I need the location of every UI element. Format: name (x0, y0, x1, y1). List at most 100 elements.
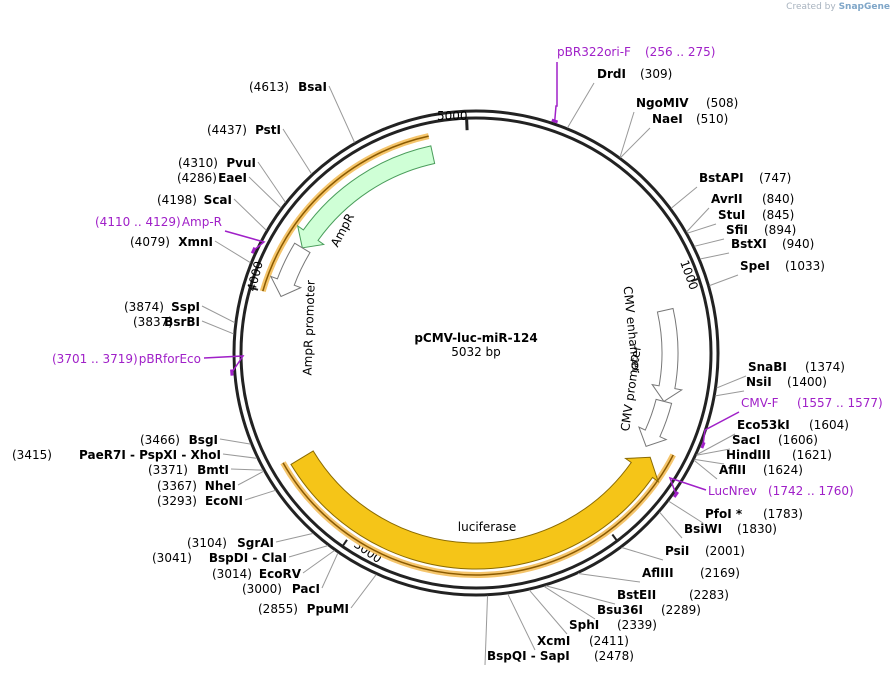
site-position: (3874) (124, 300, 164, 314)
tick-label-5000: 5000 (437, 109, 468, 123)
site-leader-25 (321, 552, 339, 589)
site-name: BsiWI (684, 522, 722, 536)
site-position: (1830) (737, 522, 777, 536)
tick-label-1000: 1000 (677, 258, 701, 291)
tick-mark-3000 (342, 539, 348, 547)
primer-leader-1 (224, 230, 266, 251)
site-leader-27 (288, 545, 329, 558)
site-position: (1621) (792, 448, 832, 462)
snapgene-credit: Created by SnapGene (786, 2, 890, 12)
primer-range: (3701 .. 3719) (52, 352, 138, 366)
site-name: BmtI (197, 463, 229, 477)
site-name: BspQI - SapI (487, 649, 570, 663)
site-position: (3837) (133, 315, 173, 329)
primer-name: LucNrev (708, 484, 757, 498)
site-position: (1374) (805, 360, 845, 374)
primer-range: (1742 .. 1760) (768, 484, 854, 498)
site-leader-8 (709, 274, 739, 287)
site-leader-15 (668, 500, 704, 524)
site-position: (3014) (212, 567, 252, 581)
site-name: SnaBI (748, 360, 787, 374)
site-leader-37 (233, 198, 267, 231)
site-leader-6 (694, 238, 725, 247)
site-leader-33 (219, 438, 251, 445)
site-leader-2 (620, 127, 651, 158)
site-leader-30 (237, 470, 264, 486)
site-position: (2169) (700, 566, 740, 580)
site-leader-19 (545, 585, 616, 605)
site-position: (3415) (12, 448, 52, 462)
site-name: AflIII (642, 566, 674, 580)
site-name: Bsu36I (597, 603, 643, 617)
plasmid-size: 5032 bp (451, 345, 501, 359)
site-leader-32 (222, 453, 258, 459)
site-position: (1606) (778, 433, 818, 447)
site-name: XmnI (178, 235, 213, 249)
site-position: (2289) (661, 603, 701, 617)
site-name: PsiI (665, 544, 689, 558)
site-leader-23 (484, 595, 489, 666)
label-ampr-promoter: AmpR promoter (300, 280, 317, 376)
site-position: (508) (706, 96, 738, 110)
feature-ampr-promoter (269, 242, 311, 298)
feature-cmv-enhancer (651, 307, 684, 403)
feature-ampr (296, 145, 436, 249)
site-position: (3293) (157, 494, 197, 508)
site-name: SgrAI (237, 536, 274, 550)
site-name: BsrBI (164, 315, 200, 329)
site-name: HindIII (726, 448, 771, 462)
site-leader-17 (621, 546, 664, 561)
backbone-outer-strand (232, 109, 720, 597)
site-position: (3041) (152, 551, 192, 565)
site-leader-10 (715, 390, 745, 397)
primer-leader-0 (553, 62, 558, 122)
site-leader-20 (543, 585, 596, 620)
site-leader-31 (230, 468, 264, 471)
site-leader-4 (686, 207, 710, 233)
site-position: (3371) (148, 463, 188, 477)
site-name: PvuI (226, 156, 256, 170)
site-position: (4079) (130, 235, 170, 249)
site-leader-9 (716, 375, 747, 389)
site-position: (845) (762, 208, 794, 222)
site-leader-11 (696, 433, 736, 456)
primer-marker-3 (700, 441, 706, 449)
site-leader-35 (201, 305, 236, 324)
site-name: StuI (718, 208, 745, 222)
site-name: NgoMIV (636, 96, 689, 110)
tick-mark-2000 (611, 533, 618, 541)
site-name: PfoI * (705, 507, 743, 521)
site-position: (309) (640, 67, 672, 81)
site-name: PaeR7I - PspXI - XhoI (79, 448, 221, 462)
primer-name: Amp-R (182, 215, 222, 229)
site-name: NheI (205, 479, 236, 493)
site-position: (1783) (763, 507, 803, 521)
site-position: (1604) (809, 418, 849, 432)
primer-name: pBRforEco (139, 352, 201, 366)
luciferase-halo-line (282, 454, 674, 576)
site-leader-34 (201, 320, 234, 335)
label-cmv-promoter: CMV promoter (618, 345, 644, 433)
site-name: DrdI (597, 67, 626, 81)
site-position: (3104) (187, 536, 227, 550)
site-name: BstXI (731, 237, 767, 251)
tick-mark-1000 (691, 277, 699, 283)
site-position: (2478) (594, 649, 634, 663)
primer-range: (1557 .. 1577) (797, 396, 883, 410)
site-name: AvrII (711, 192, 743, 206)
site-position: (2339) (617, 618, 657, 632)
site-name: ScaI (204, 193, 232, 207)
site-position: (940) (782, 237, 814, 251)
tick-mark-4000 (250, 286, 259, 291)
site-position: (1624) (763, 463, 803, 477)
primer-marker-1 (250, 247, 257, 254)
site-leader-36 (214, 240, 251, 264)
primer-name: pBR322ori-F (557, 45, 631, 59)
credit-prefix: Created by (786, 2, 836, 12)
site-leader-38 (248, 176, 282, 209)
site-position: (4437) (207, 123, 247, 137)
site-leader-21 (528, 589, 568, 635)
primer-range: (256 .. 275) (645, 45, 715, 59)
